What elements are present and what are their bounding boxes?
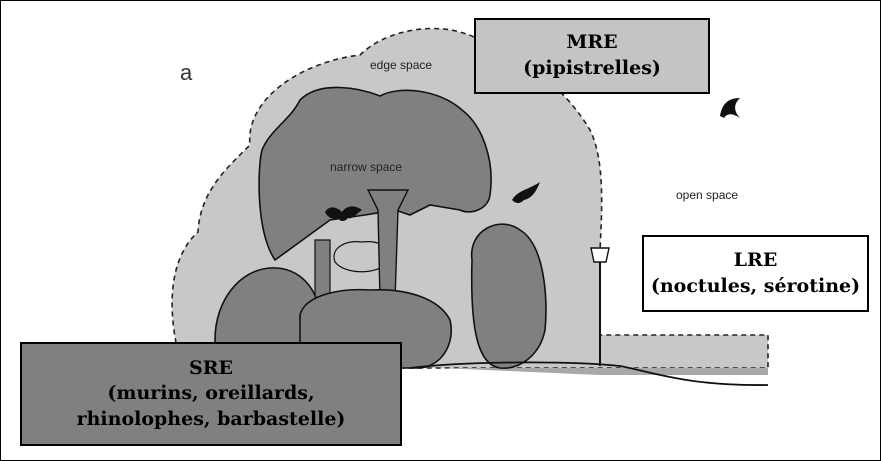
edge-space-label: edge space: [370, 58, 432, 72]
open-space-label: open space: [676, 188, 738, 202]
trunk-left: [315, 240, 330, 300]
mre-box: MRE (pipistrelles): [474, 18, 710, 94]
lre-subtitle: (noctules, sérotine): [651, 274, 860, 300]
panel-letter: a: [180, 60, 192, 86]
lre-title: LRE: [734, 248, 778, 274]
narrow-space-label: narrow space: [330, 160, 402, 174]
sre-line2: rhinolophes, barbastelle): [77, 407, 346, 433]
mre-title: MRE: [566, 30, 617, 56]
sre-line1: (murins, oreillards,: [107, 381, 314, 407]
lre-box: LRE (noctules, sérotine): [642, 235, 869, 312]
bat-icon: [720, 98, 740, 118]
mre-subtitle: (pipistrelles): [523, 56, 661, 82]
ground-strip: [440, 368, 768, 375]
sre-title: SRE: [189, 356, 233, 382]
sre-box: SRE (murins, oreillards, rhinolophes, ba…: [20, 342, 402, 446]
right-tree: [472, 224, 546, 368]
